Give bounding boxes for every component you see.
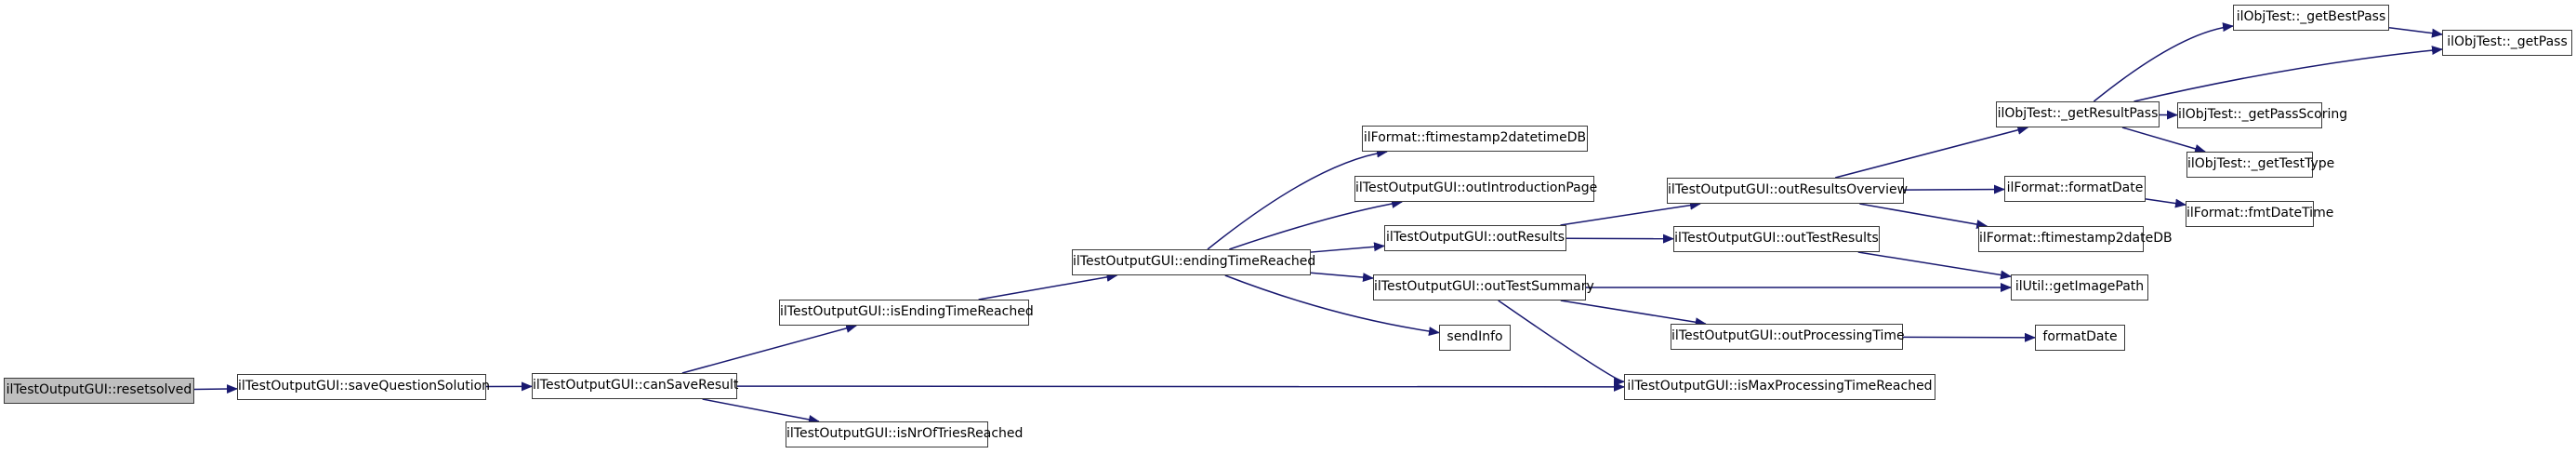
- edge-canSaveResult-to-isNrOfTriesReached: [702, 398, 820, 424]
- node-ftimestamp2datedb[interactable]: ilFormat::ftimestamp2dateDB: [1978, 226, 2173, 252]
- edge-getResultPass-to-getPass: [2133, 46, 2443, 102]
- edge-getResultPass-to-getTestType: [2121, 127, 2206, 154]
- node-send-info[interactable]: sendInfo: [1439, 325, 1511, 351]
- edge-outResultsOverview-to-formatDateIl: [1903, 184, 2005, 194]
- node-get-best-pass[interactable]: ilObjTest::_getBestPass: [2233, 5, 2389, 31]
- node-get-image-path[interactable]: ilUtil::getImagePath: [2011, 274, 2148, 300]
- node-is-nr-of-tries-reached[interactable]: ilTestOutputGUI::isNrOfTriesReached: [786, 421, 1023, 447]
- edge-outResultsOverview-to-getResultPass: [1835, 125, 2029, 179]
- edge-isEndingTimeReached-to-endingTimeReached: [978, 272, 1118, 300]
- node-out-introduction-page[interactable]: ilTestOutputGUI::outIntroductionPage: [1354, 176, 1597, 202]
- node-out-test-summary[interactable]: ilTestOutputGUI::outTestSummary: [1373, 274, 1594, 300]
- edge-outTestSummary-to-isMaxProcessingTimeReached: [1498, 300, 1625, 386]
- node-is-ending-time-reached[interactable]: ilTestOutputGUI::isEndingTimeReached: [779, 300, 1034, 326]
- edge-endingTimeReached-to-outTestSummary: [1310, 272, 1374, 283]
- node-out-test-results[interactable]: ilTestOutputGUI::outTestResults: [1673, 226, 1880, 252]
- node-can-save-result[interactable]: ilTestOutputGUI::canSaveResult: [532, 373, 738, 399]
- edge-outTestSummary-to-outProcessingTime: [1560, 300, 1707, 327]
- node-out-results-overview[interactable]: ilTestOutputGUI::outResultsOverview: [1667, 178, 1908, 204]
- edge-outTestResults-to-getImagePath: [1857, 251, 2012, 280]
- node-get-pass[interactable]: ilObjTest::_getPass: [2442, 30, 2572, 56]
- node-get-test-type[interactable]: ilObjTest::_getTestType: [2186, 152, 2334, 178]
- node-ending-time-reached[interactable]: ilTestOutputGUI::endingTimeReached: [1072, 249, 1315, 275]
- edge-outResultsOverview-to-ftimestamp2dateDB: [1859, 203, 1988, 230]
- node-get-pass-scoring[interactable]: ilObjTest::_getPassScoring: [2177, 102, 2347, 128]
- edge-getResultPass-to-getBestPass: [2093, 22, 2234, 102]
- node-get-result-pass[interactable]: ilObjTest::_getResultPass: [1996, 101, 2160, 127]
- node-out-processing-time[interactable]: ilTestOutputGUI::outProcessingTime: [1671, 324, 1905, 350]
- edge-getBestPass-to-getPass: [2388, 27, 2443, 38]
- node-out-results[interactable]: ilTestOutputGUI::outResults: [1384, 225, 1566, 251]
- node-save-question-solution[interactable]: ilTestOutputGUI::saveQuestionSolution: [237, 374, 490, 400]
- node-resetsolved: ilTestOutputGUI::resetsolved: [4, 378, 194, 404]
- edge-resetsolved-to-saveQuestionSolution: [193, 384, 238, 394]
- node-ilformat-format-date[interactable]: ilFormat::formatDate: [2004, 176, 2146, 202]
- edge-canSaveResult-to-isMaxProcessingTimeReached: [736, 381, 1625, 392]
- edge-canSaveResult-to-isEndingTimeReached: [681, 324, 858, 374]
- edge-formatDateIl-to-fmtDateTime: [2145, 198, 2186, 208]
- edge-endingTimeReached-to-outResults: [1310, 242, 1385, 253]
- edge-endingTimeReached-to-ftimestamp2datetimeDB: [1207, 148, 1388, 250]
- node-fmt-date-time[interactable]: ilFormat::fmtDateTime: [2186, 201, 2333, 227]
- node-is-max-processing-time-reached[interactable]: ilTestOutputGUI::isMaxProcessingTimeReac…: [1624, 374, 1935, 400]
- node-ftimestamp2datetimedb[interactable]: ilFormat::ftimestamp2datetimeDB: [1362, 126, 1588, 152]
- edge-endingTimeReached-to-outIntroductionPage: [1229, 199, 1404, 250]
- edge-outResults-to-outResultsOverview: [1560, 200, 1701, 226]
- edge-endingTimeReached-to-sendInfo: [1224, 274, 1440, 336]
- node-format-date[interactable]: formatDate: [2035, 325, 2125, 351]
